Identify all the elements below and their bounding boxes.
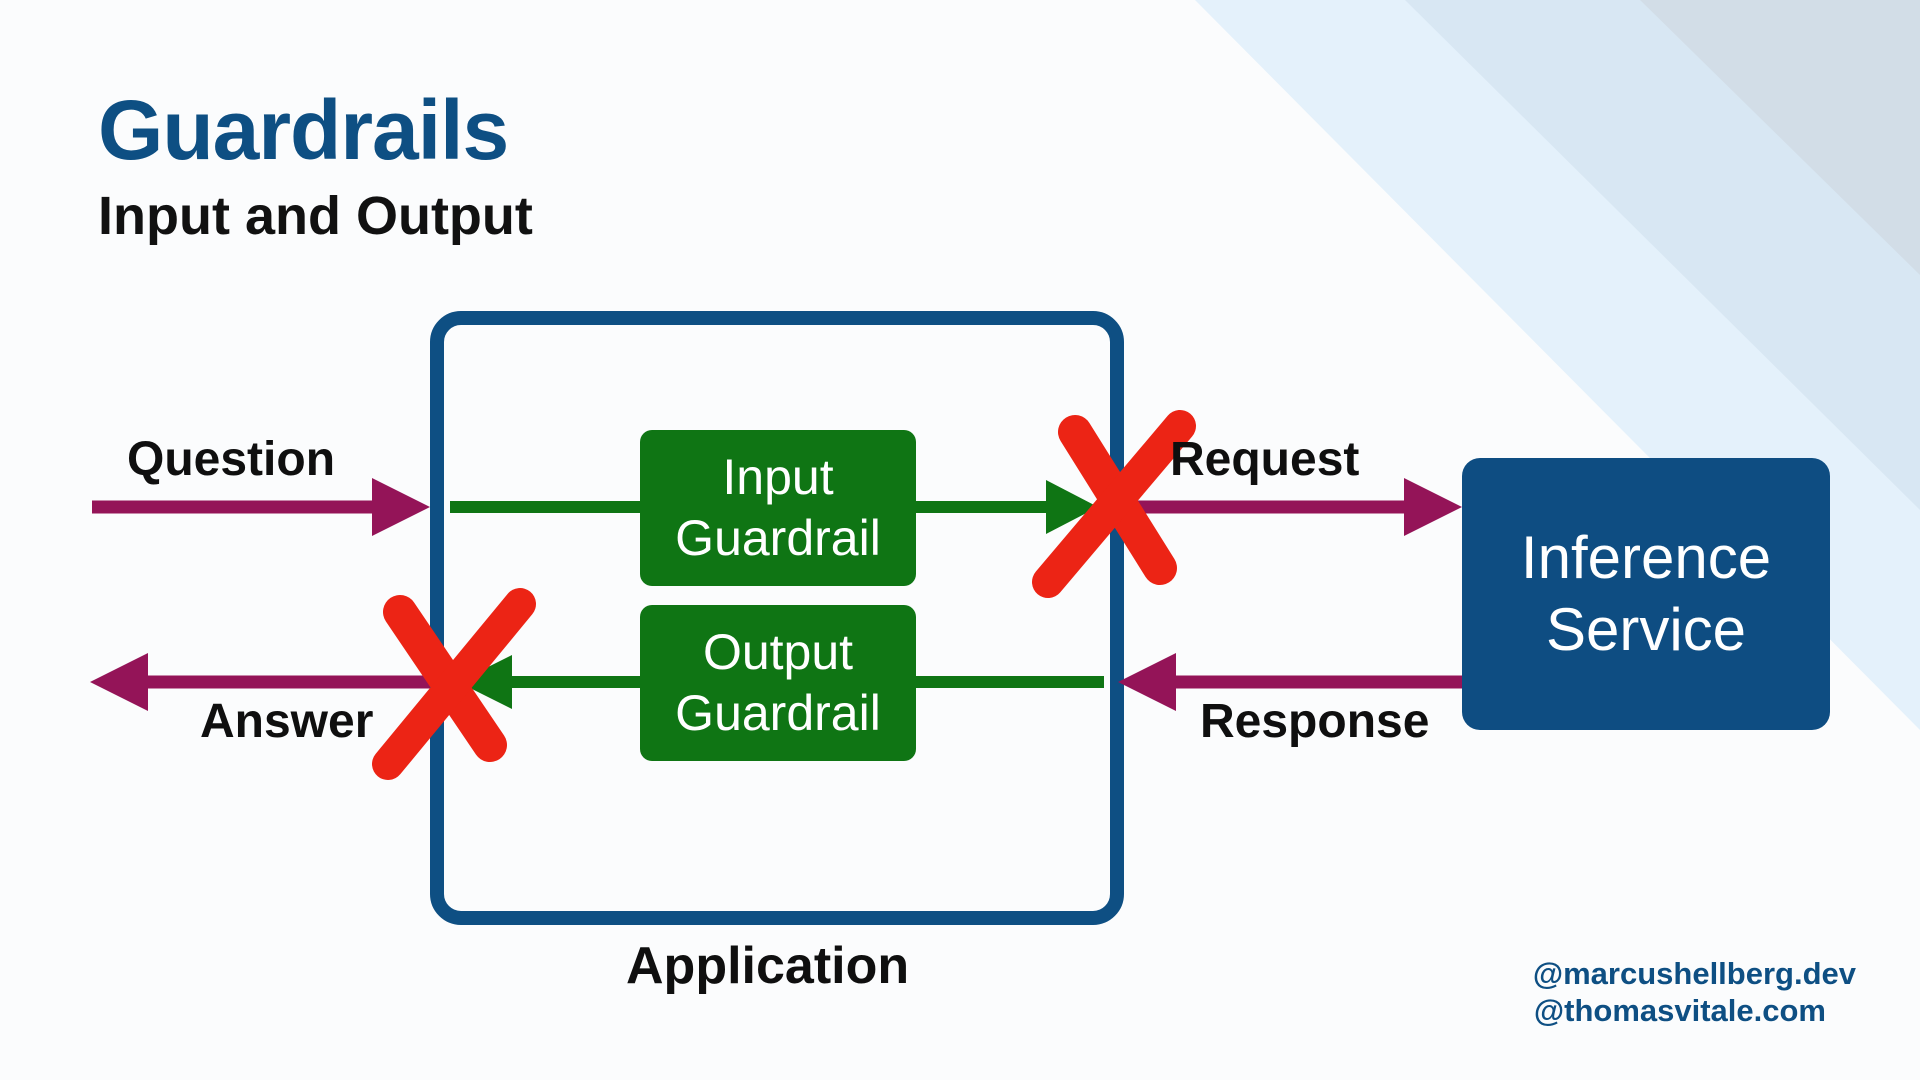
application-label: Application: [626, 937, 910, 995]
request-label: Request: [1170, 433, 1360, 486]
response-arrow: [1118, 653, 1462, 711]
application-container: [430, 311, 1124, 925]
answer-label: Answer: [200, 695, 374, 748]
background-stripe-dark: [1640, 0, 1920, 275]
slide-title: Guardrails: [98, 83, 509, 177]
blocked-cross-icon: [1032, 410, 1196, 598]
inference-service-line-2: Service: [1545, 596, 1747, 663]
question-label: Question: [127, 433, 336, 486]
input-flow-out: [914, 480, 1098, 534]
input-guardrail-box: Input Guardrail: [640, 430, 916, 586]
output-flow-out: [458, 655, 640, 709]
output-guardrail-line-2: Guardrail: [675, 685, 881, 741]
slide-subtitle: Input and Output: [98, 186, 533, 246]
output-guardrail-line-1: Output: [702, 624, 854, 680]
question-arrow: [92, 478, 430, 536]
input-guardrail-line-1: Input: [722, 449, 834, 505]
inference-service-line-1: Inference: [1520, 524, 1772, 591]
handle-marcus: @marcushellberg.dev: [1532, 956, 1856, 991]
blocked-cross-icon: [372, 588, 536, 780]
inference-service-box: Inference Service: [1462, 458, 1830, 730]
output-guardrail-box: Output Guardrail: [640, 605, 916, 761]
handle-thomas: @thomasvitale.com: [1533, 993, 1826, 1028]
answer-arrow: [90, 653, 430, 711]
request-arrow: [1118, 478, 1462, 536]
input-guardrail-line-2: Guardrail: [675, 510, 881, 566]
response-label: Response: [1200, 695, 1430, 748]
